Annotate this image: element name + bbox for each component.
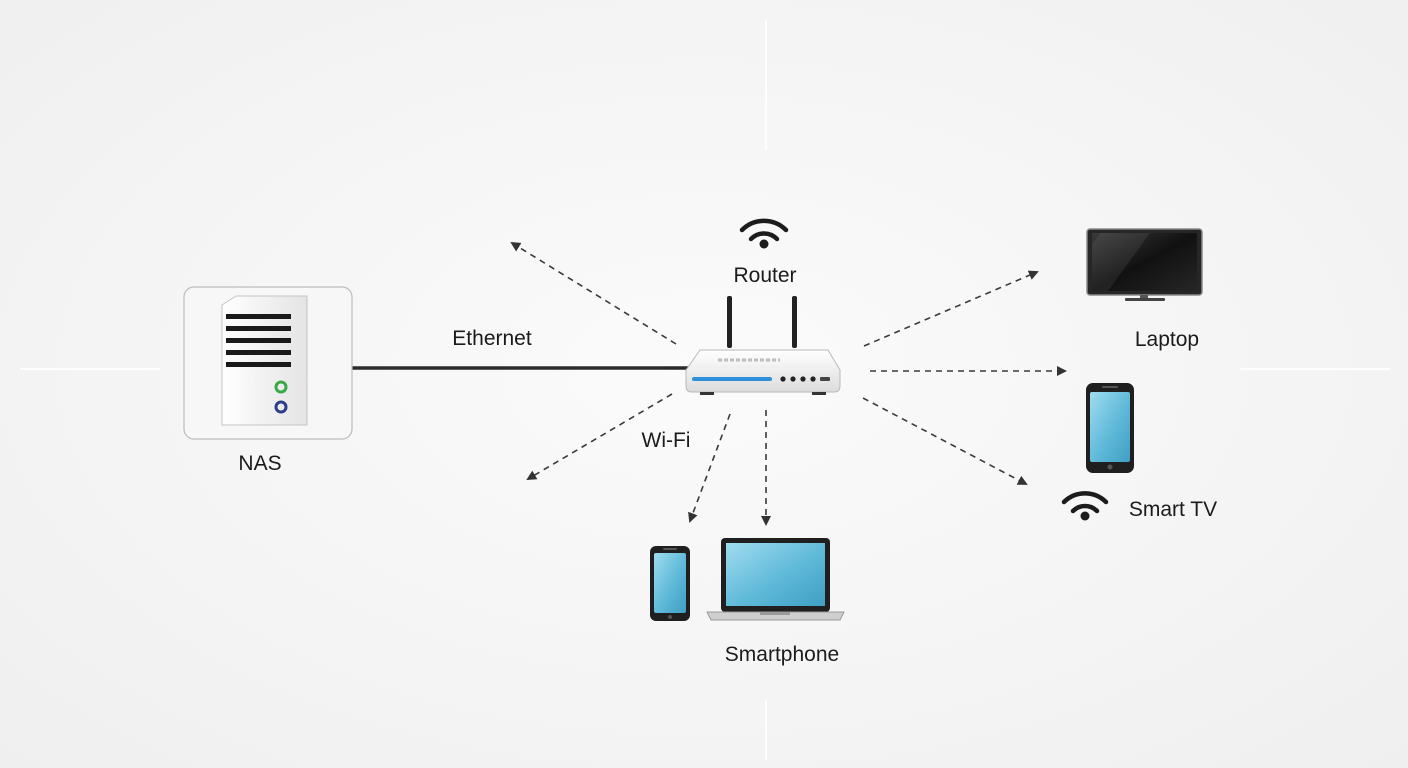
smart-tv-label: Smart TV (1129, 498, 1217, 521)
laptop-label: Laptop (1135, 328, 1199, 351)
monitor-icon (1086, 228, 1203, 301)
nas-label: NAS (238, 452, 281, 475)
arrow-down-left (688, 413, 731, 523)
wifi-icon (739, 218, 789, 249)
background-guides (20, 20, 1390, 760)
wifi-arrows (510, 241, 1067, 526)
ethernet-cable (298, 358, 690, 378)
smartphone-icon (650, 546, 690, 621)
arrow-upper-right (863, 270, 1039, 347)
arrow-lower-left (526, 393, 673, 481)
wifi-icon (1061, 491, 1109, 521)
wifi-label: Wi-Fi (642, 429, 691, 452)
laptop-icon (706, 538, 845, 621)
nas-server-icon (183, 286, 353, 440)
ethernet-label: Ethernet (452, 327, 532, 350)
smartphone-label: Smartphone (725, 643, 839, 666)
arrow-upper-left (510, 241, 677, 345)
arrow-lower-right (862, 397, 1028, 485)
router-label: Router (733, 264, 796, 287)
smartphone-icon-right (1086, 383, 1134, 473)
router-icon (685, 296, 841, 395)
